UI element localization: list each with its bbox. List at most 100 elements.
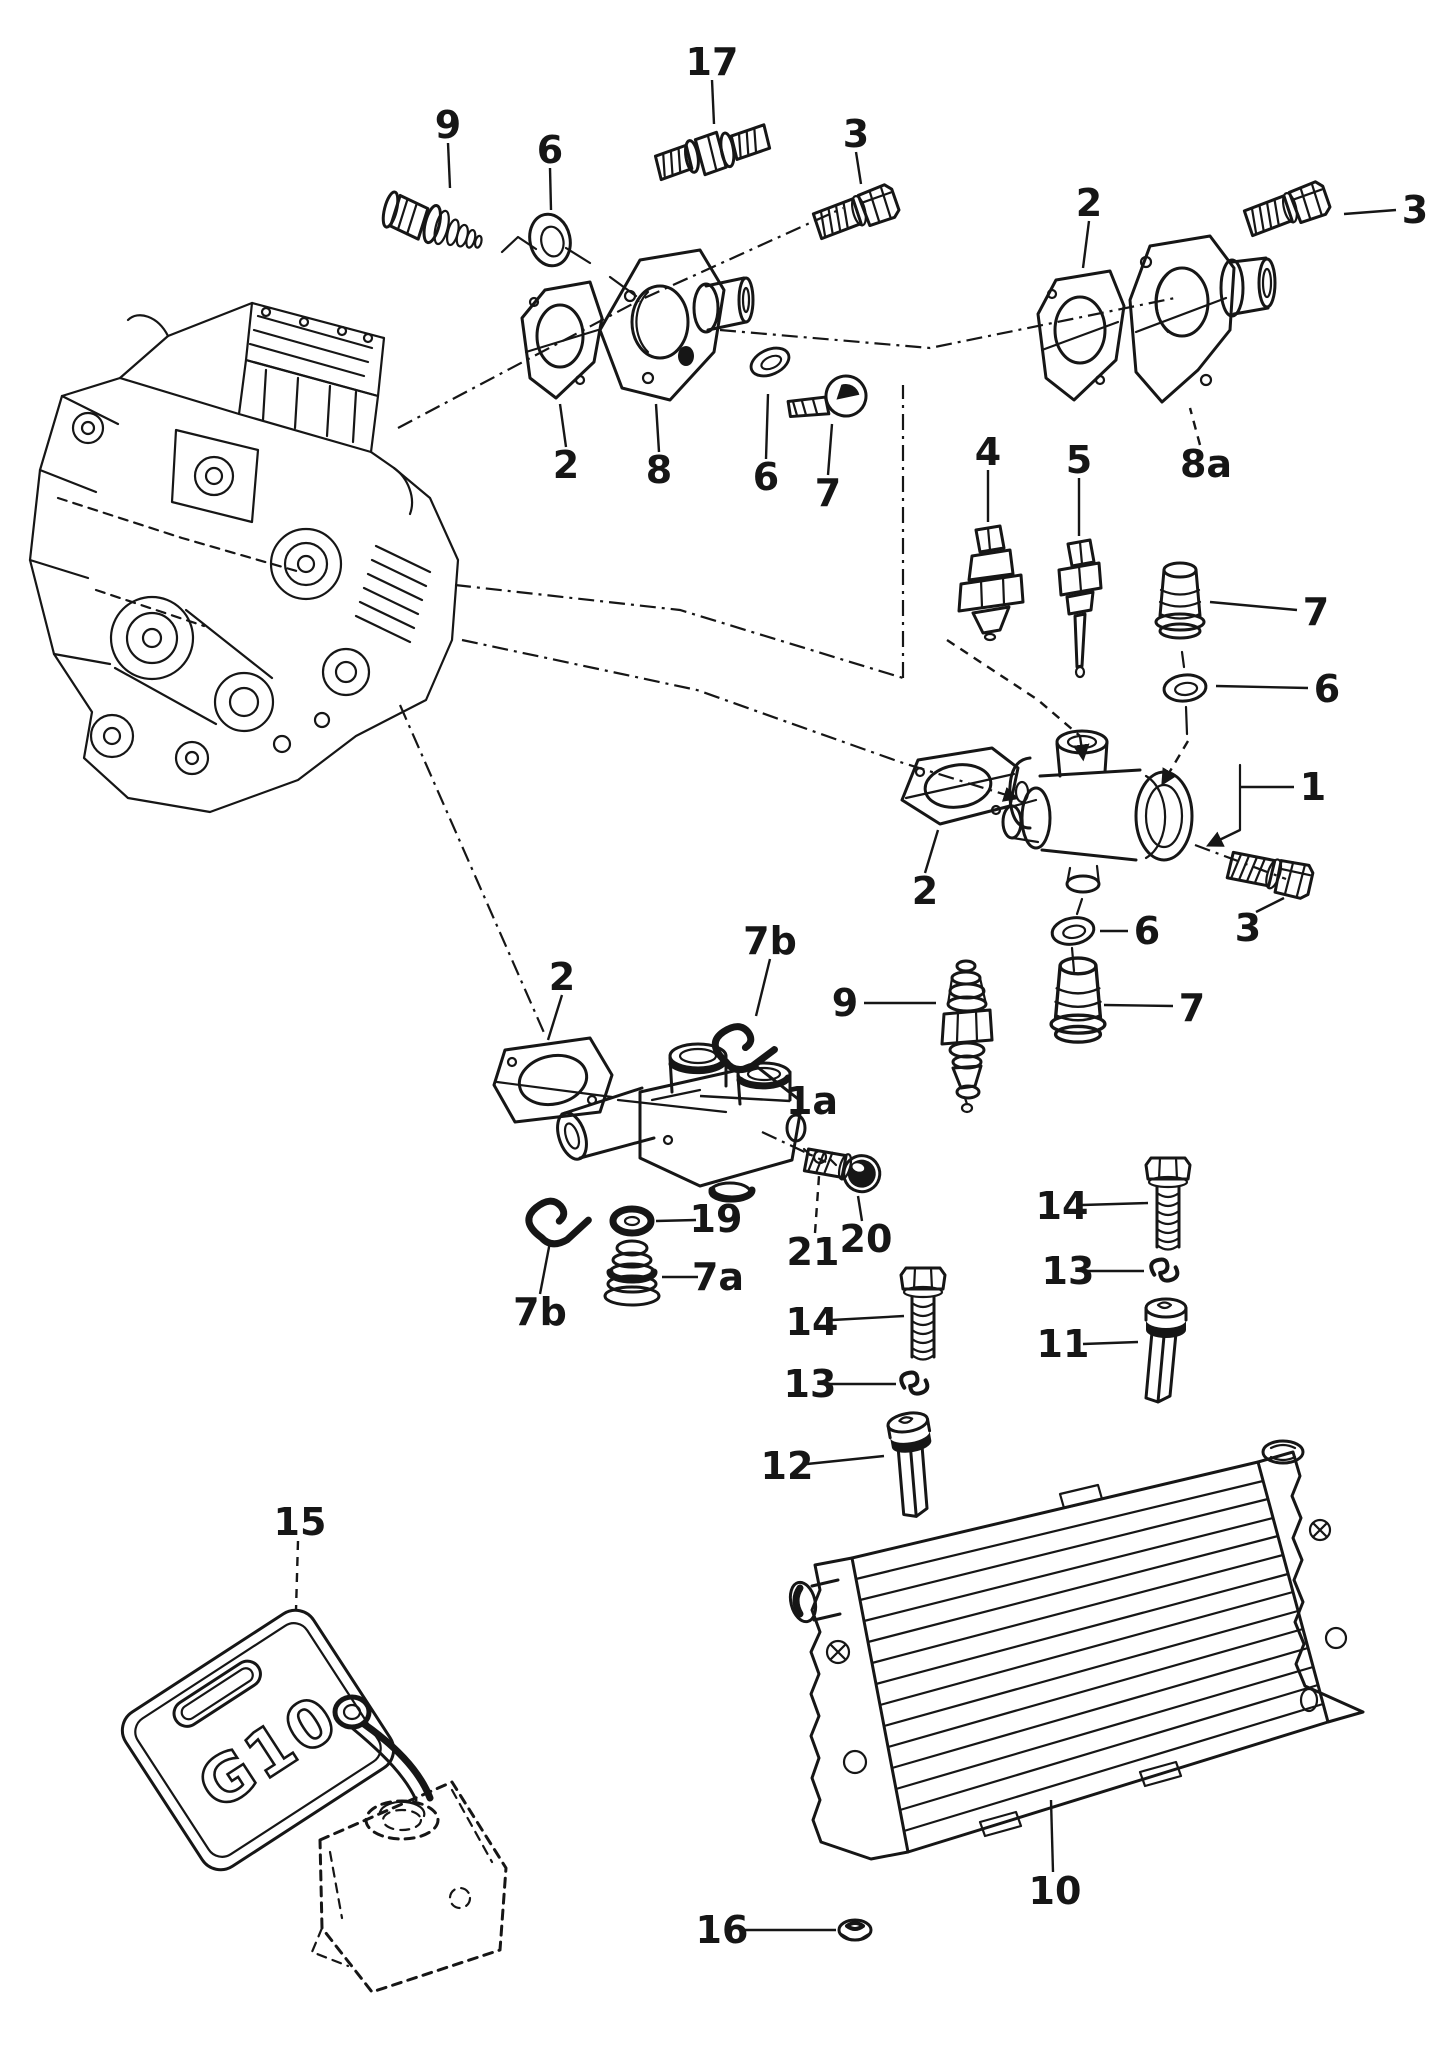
callout-leader-17	[710, 79, 716, 125]
callout-leader-7b	[754, 958, 772, 1017]
gasket-2-centre	[900, 746, 1020, 826]
callout-label-7[interactable]: 7	[1303, 590, 1329, 634]
callout-label-7b[interactable]: 7b	[743, 919, 797, 963]
drain-valve-12	[885, 1408, 946, 1521]
temp-sender-9-top	[381, 190, 483, 249]
callout-label-20[interactable]: 20	[840, 1217, 893, 1261]
coolant-flange-1a	[556, 1042, 807, 1203]
cap-7a	[603, 1239, 661, 1307]
engine-block-sketch	[28, 301, 460, 814]
seal-ring-6-top	[528, 212, 572, 268]
callout-label-6[interactable]: 6	[1314, 667, 1340, 711]
callout-leader-14	[831, 1314, 905, 1322]
callout-label-5[interactable]: 5	[1066, 438, 1092, 482]
callout-leader-3	[1343, 208, 1397, 216]
callout-label-7a[interactable]: 7a	[692, 1255, 744, 1299]
callout-label-7[interactable]: 7	[1179, 986, 1205, 1030]
water-outlet-8a	[1128, 234, 1277, 404]
callout-label-10[interactable]: 10	[1029, 1869, 1082, 1913]
spring-hook-13-right	[1148, 1255, 1181, 1285]
callout-label-13[interactable]: 13	[1042, 1249, 1095, 1293]
gasket-2-lower	[492, 1036, 614, 1124]
callout-label-1a[interactable]: 1a	[786, 1079, 838, 1123]
temp-sender-9-bottom	[940, 959, 994, 1114]
bolt-14-left	[899, 1266, 947, 1361]
seal-ring-6-mid	[745, 341, 795, 383]
callout-leader-19	[655, 1218, 697, 1223]
callout-label-11[interactable]: 11	[1037, 1322, 1090, 1366]
callout-label-9[interactable]: 9	[435, 103, 461, 147]
callout-label-6[interactable]: 6	[753, 455, 779, 499]
callout-label-2[interactable]: 2	[1076, 181, 1102, 225]
spring-hook-13-left	[898, 1368, 931, 1398]
bolt-3-housing	[1223, 840, 1319, 905]
callout-label-17[interactable]: 17	[686, 40, 739, 84]
pour-stream	[360, 1720, 434, 1802]
callout-leader-7	[1209, 600, 1298, 612]
callout-leader-1a	[699, 1094, 791, 1103]
grommet-16	[837, 1918, 873, 1942]
callout-label-2[interactable]: 2	[549, 955, 575, 999]
radiator-10	[788, 1439, 1365, 1861]
callout-label-8a[interactable]: 8a	[1180, 442, 1232, 486]
callout-leader-3	[1255, 896, 1285, 914]
callout-label-1[interactable]: 1	[1300, 765, 1326, 809]
callout-leader-14	[1081, 1201, 1149, 1207]
callout-label-13[interactable]: 13	[784, 1362, 837, 1406]
callout-leader-2	[923, 829, 940, 874]
callout-leader-2	[546, 994, 564, 1041]
callout-leader-3	[854, 151, 863, 185]
callout-label-6[interactable]: 6	[537, 128, 563, 172]
callout-label-8[interactable]: 8	[646, 448, 672, 492]
callout-leader-9	[446, 142, 452, 189]
callout-label-14[interactable]: 14	[1036, 1184, 1089, 1228]
expansion-tank	[310, 1780, 508, 1994]
callout-label-19[interactable]: 19	[690, 1197, 743, 1241]
callout-leader-7	[1103, 1003, 1174, 1008]
callout-leader-6	[764, 393, 770, 460]
callout-label-2[interactable]: 2	[553, 443, 579, 487]
callout-leader-8	[654, 403, 661, 453]
temp-sensor-4	[957, 524, 1025, 642]
callout-leader-15	[294, 1540, 300, 1611]
callout-label-7b[interactable]: 7b	[513, 1290, 567, 1334]
gasket-2-top-right	[1036, 269, 1126, 402]
bolt-3-top	[809, 181, 903, 241]
callout-leader-2	[558, 403, 568, 448]
callout-label-3[interactable]: 3	[843, 112, 869, 156]
callout-label-4[interactable]: 4	[975, 430, 1001, 474]
callout-label-9[interactable]: 9	[832, 981, 858, 1025]
sealing-plug-7-right	[1154, 561, 1206, 640]
o-ring-19	[609, 1205, 655, 1237]
stud-17	[653, 123, 772, 182]
callout-leader-20	[856, 1195, 864, 1222]
screw-7-mid	[786, 374, 868, 419]
callout-leader-6	[1215, 684, 1309, 690]
gasket-2-top-centre	[520, 280, 604, 400]
thermostat-housing-8	[598, 248, 755, 402]
callout-label-12[interactable]: 12	[761, 1444, 814, 1488]
callout-label-21[interactable]: 21	[787, 1230, 840, 1274]
callout-label-3[interactable]: 3	[1402, 188, 1428, 232]
callout-label-14[interactable]: 14	[786, 1300, 839, 1344]
callout-leader-21	[813, 1175, 821, 1234]
callout-label-2[interactable]: 2	[912, 869, 938, 913]
callout-label-7[interactable]: 7	[815, 471, 841, 515]
datum-lines	[397, 206, 1287, 1163]
callout-leader-2	[1081, 220, 1091, 269]
callout-leader-7b	[538, 1241, 552, 1295]
retaining-clip-7b-bottom	[525, 1191, 593, 1250]
callout-leader-11	[1082, 1340, 1139, 1346]
seal-ring-6-right	[1161, 671, 1209, 705]
callout-label-3[interactable]: 3	[1235, 906, 1261, 950]
callout-leader-8a	[1188, 407, 1202, 446]
callout-leader-7	[826, 423, 834, 476]
callout-label-16[interactable]: 16	[696, 1908, 749, 1952]
callout-label-6[interactable]: 6	[1134, 909, 1160, 953]
callout-label-15[interactable]: 15	[274, 1500, 327, 1544]
bolt-20	[802, 1147, 882, 1194]
temp-sensor-5	[1057, 538, 1103, 679]
bolt-3-top-right	[1240, 178, 1334, 238]
